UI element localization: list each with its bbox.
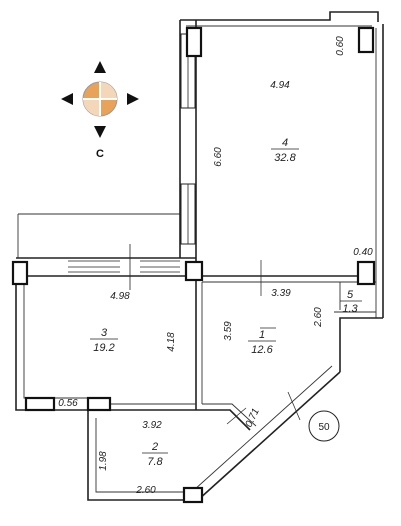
dimension-label: 2.60: [313, 307, 324, 328]
dimension-label: 0.71: [244, 407, 262, 429]
dimension-label: 4.98: [110, 291, 130, 302]
room-area: 32.8: [274, 152, 296, 164]
dimension-label: 3.92: [142, 420, 162, 431]
room-area: 7.8: [147, 456, 163, 468]
columns: [11, 26, 376, 504]
internal-walls: [96, 275, 376, 431]
room-number: 2: [151, 441, 158, 453]
room-area: 19.2: [93, 342, 114, 354]
room-label-2: 2 7.8: [142, 441, 168, 468]
dimension-label: 1.98: [98, 451, 109, 471]
dimension-label: 0.56: [58, 398, 78, 409]
room-label-1: 1 12.6: [248, 329, 276, 356]
room-number: 4: [282, 137, 288, 149]
dimension-label: 0.40: [353, 247, 373, 258]
marker-label: 50: [318, 422, 330, 433]
dimension-label: 6.60: [213, 147, 224, 167]
room-label-5: 5 1.3: [340, 289, 362, 315]
marker-circle: 50: [308, 410, 340, 442]
room-label-3: 3 19.2: [90, 327, 118, 354]
room-number: 5: [347, 289, 354, 301]
dimension-lines: [226, 260, 301, 425]
dimension-label: 2.60: [135, 485, 156, 496]
dimension-label: 4.18: [166, 332, 177, 352]
room-number: 1: [259, 329, 265, 341]
dimension-label: 0.60: [335, 36, 346, 56]
room-label-4: 4 32.8: [271, 137, 299, 164]
dimension-label: 3.59: [223, 321, 234, 341]
room-number: 3: [101, 327, 108, 339]
window-room3: [68, 244, 180, 290]
dimension-label: 3.39: [271, 288, 291, 299]
dimension-label: 4.94: [270, 80, 290, 91]
window-room4: [180, 33, 196, 245]
compass-icon: [61, 61, 139, 138]
room-area: 1.3: [342, 303, 358, 315]
room-area: 12.6: [251, 344, 273, 356]
compass-north-label: С: [96, 148, 104, 160]
outer-walls: [15, 11, 384, 501]
